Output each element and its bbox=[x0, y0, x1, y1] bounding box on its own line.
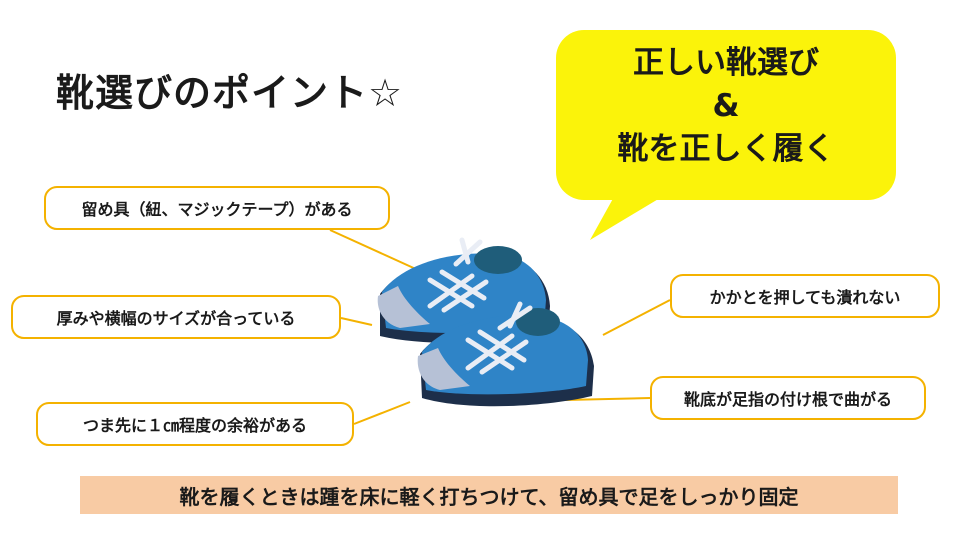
sneakers-illustration bbox=[377, 237, 594, 407]
point-toe-space: つま先に１㎝程度の余裕がある bbox=[36, 402, 354, 446]
point-fit: 厚みや横幅のサイズが合っている bbox=[11, 295, 341, 339]
point-sole-label: 靴底が足指の付け根で曲がる bbox=[683, 390, 892, 409]
point-sole: 靴底が足指の付け根で曲がる bbox=[650, 376, 926, 420]
footer-note: 靴を履くときは踵を床に軽く打ちつけて、留め具で足をしっかり固定 bbox=[80, 476, 898, 514]
point-fastener-label: 留め具（紐、マジックテープ）がある bbox=[81, 200, 353, 219]
point-heel: かかとを押しても潰れない bbox=[670, 274, 940, 318]
bubble-line-1: 正しい靴選び bbox=[633, 45, 819, 81]
point-fit-label: 厚みや横幅のサイズが合っている bbox=[56, 309, 296, 328]
point-toe-space-label: つま先に１㎝程度の余裕がある bbox=[82, 416, 307, 435]
point-fastener: 留め具（紐、マジックテープ）がある bbox=[44, 186, 390, 230]
back-shoe bbox=[377, 237, 550, 343]
page-title: 靴選びのポイント☆ bbox=[56, 71, 404, 115]
speech-bubble bbox=[556, 30, 896, 200]
footer-note-text: 靴を履くときは踵を床に軽く打ちつけて、留め具で足をしっかり固定 bbox=[179, 484, 799, 509]
front-shoe bbox=[417, 301, 594, 407]
point-heel-label: かかとを押しても潰れない bbox=[709, 288, 901, 307]
bubble-line-2: & bbox=[712, 88, 740, 124]
speech-bubble-text: 正しい靴選び & 靴を正しく履く bbox=[556, 42, 896, 171]
connector-heel bbox=[602, 299, 671, 336]
bubble-line-3: 靴を正しく履く bbox=[617, 131, 835, 167]
